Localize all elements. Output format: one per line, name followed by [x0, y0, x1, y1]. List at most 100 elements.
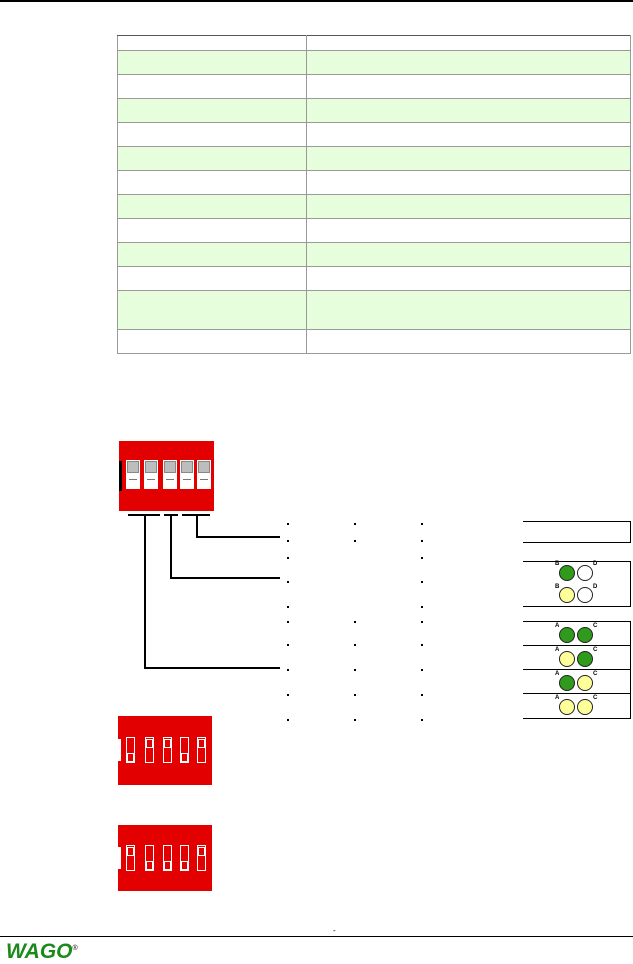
table-cell: [306, 74, 631, 99]
led-label: B: [555, 584, 560, 590]
led-label: D: [593, 561, 598, 567]
table-cell: [306, 218, 631, 243]
table-cell: [306, 329, 631, 354]
table-cell: [306, 50, 631, 75]
table-row: [117, 242, 631, 267]
dip-switch-edge: [118, 739, 121, 761]
dip-switch-4: [180, 460, 194, 489]
connector-line: [144, 514, 146, 668]
led-label: C: [593, 671, 598, 677]
dip-switch-toggle: [180, 737, 189, 763]
table-row: [117, 329, 631, 354]
table-cell: [117, 170, 307, 195]
connector-line: [144, 667, 280, 669]
dip-switch-5: [197, 460, 211, 489]
table-row: [117, 98, 631, 123]
led-label: C: [593, 695, 598, 701]
table-cell: [306, 170, 631, 195]
led-label: A: [555, 695, 560, 701]
dip-switch-example-2: [118, 825, 212, 891]
table-cell: [306, 266, 631, 291]
led-row: [523, 521, 631, 543]
table-cell: [117, 146, 307, 171]
header-rule: [0, 0, 633, 2]
led-indicator-green: [577, 627, 593, 643]
dip-switch-example-1: [118, 716, 212, 785]
table-row: [117, 122, 631, 147]
dip-switch-toggle: [197, 737, 206, 763]
led-indicator-green: [559, 627, 575, 643]
led-indicator-yellow: [559, 651, 575, 667]
dip-switch-toggle: [197, 845, 206, 871]
dip-switch-edge: [119, 461, 122, 491]
dip-switch-main: [119, 441, 214, 511]
led-indicator-off: [577, 565, 593, 581]
led-row: A C: [523, 621, 631, 646]
led-row: A C: [523, 645, 631, 670]
dip-switch-toggle: [180, 845, 189, 871]
table-cell: [117, 122, 307, 147]
table-cell: [306, 146, 631, 171]
led-label: D: [593, 584, 598, 590]
table-cell: [117, 329, 307, 354]
table-cell: [306, 98, 631, 123]
led-label: A: [555, 623, 560, 629]
table-row: [117, 266, 631, 291]
dip-switch-toggle: [126, 737, 135, 763]
table-row: [117, 50, 631, 75]
led-label: B: [555, 561, 560, 567]
dip-switch-toggle: [126, 845, 135, 871]
dip-switch-edge: [118, 847, 121, 869]
dip-switch-toggle: [163, 737, 172, 763]
led-row: B D: [523, 561, 631, 583]
led-row: B D: [523, 583, 631, 607]
table-row: [117, 146, 631, 171]
logo-text: WAGO: [6, 940, 73, 963]
table-cell: [117, 98, 307, 123]
connector-line: [170, 577, 280, 579]
connector-line: [196, 514, 198, 537]
logo-mark: ®: [72, 945, 78, 952]
led-row: A C: [523, 669, 631, 694]
led-indicator-green: [559, 675, 575, 691]
connector-line: [196, 536, 280, 538]
led-indicator-green: [577, 651, 593, 667]
led-indicator-yellow: [577, 699, 593, 715]
led-indicator-off: [577, 587, 593, 603]
wago-logo: WAGO®: [6, 940, 78, 964]
dip-switch-toggle: [145, 737, 154, 763]
dip-switch-2: [144, 460, 158, 489]
settings-table: [117, 35, 631, 354]
table-row: [117, 170, 631, 195]
table-cell: [117, 50, 307, 75]
led-indicator-yellow: [577, 675, 593, 691]
table-cell: [306, 290, 631, 330]
led-label: C: [593, 623, 598, 629]
led-row: A C: [523, 693, 631, 719]
table-row: [117, 74, 631, 99]
connector-line: [170, 514, 172, 578]
led-label: A: [555, 671, 560, 677]
led-label: C: [593, 647, 598, 653]
led-indicator-yellow: [559, 587, 575, 603]
dip-switch-3: [163, 460, 177, 489]
table-cell: [306, 122, 631, 147]
table-cell: [306, 35, 631, 51]
table-cell: [117, 242, 307, 267]
table-header-row: [117, 35, 631, 51]
footer-rule: [0, 936, 633, 937]
table-cell: [117, 35, 307, 51]
table-row: [117, 290, 631, 330]
page-mark: -: [333, 926, 336, 935]
dip-switch-toggle: [145, 845, 154, 871]
table-row: [117, 194, 631, 219]
dip-switch-1: [126, 460, 140, 489]
table-cell: [117, 266, 307, 291]
led-indicator-green: [559, 565, 575, 581]
table-cell: [306, 242, 631, 267]
table-cell: [117, 74, 307, 99]
table-cell: [117, 218, 307, 243]
led-label: A: [555, 647, 560, 653]
table-cell: [306, 194, 631, 219]
table-row: [117, 218, 631, 243]
